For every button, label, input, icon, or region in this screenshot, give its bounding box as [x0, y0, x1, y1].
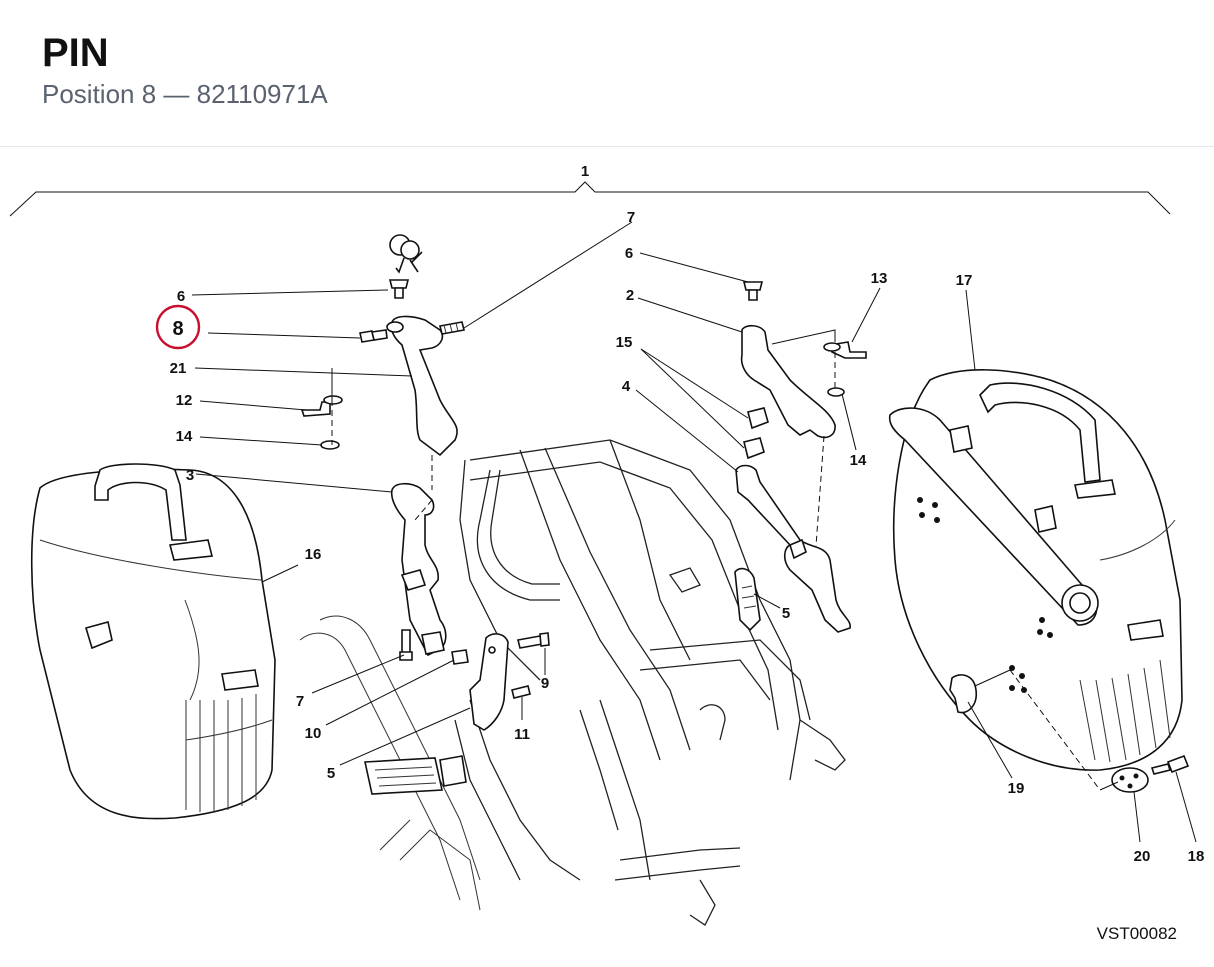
- page-subtitle: Position 8 — 82110971A: [42, 78, 328, 110]
- left-bracket-assembly: [300, 279, 550, 731]
- left-side-case: [30, 463, 276, 820]
- passenger-footpeg: [364, 755, 467, 795]
- page-header: PIN Position 8 — 82110971A: [0, 0, 1214, 147]
- callout-17[interactable]: 17: [956, 272, 973, 289]
- subtitle-separator: —: [163, 79, 190, 109]
- right-bracket-assembly: [734, 281, 867, 633]
- callout-5-right[interactable]: 5: [782, 605, 790, 622]
- callout-5-left[interactable]: 5: [327, 765, 335, 782]
- callout-2[interactable]: 2: [626, 287, 634, 304]
- assembly-bracket: [9, 181, 1171, 217]
- diagram-canvas: 1 2 3 4 5 5 6 6 7 7 8 9 10 11 12 13 14 1…: [9, 163, 1205, 943]
- lower-right-fasteners: [949, 674, 1190, 793]
- callout-21[interactable]: 21: [170, 360, 187, 377]
- key-icon: [389, 234, 423, 274]
- callout-labels: 1 2 3 4 5 5 6 6 7 7 8 9 10 11 12 13 14 1…: [170, 163, 1205, 865]
- exploded-parts-diagram: 1 2 3 4 5 5 6 6 7 7 8 9 10 11 12 13 14 1…: [0, 147, 1214, 967]
- callout-7-lower[interactable]: 7: [296, 693, 304, 710]
- page-title: PIN: [42, 31, 109, 75]
- position-label: Position 8: [42, 79, 157, 109]
- callout-10[interactable]: 10: [305, 725, 322, 742]
- callout-11[interactable]: 11: [514, 726, 530, 743]
- callout-8[interactable]: 8: [172, 318, 183, 340]
- right-side-case: [888, 369, 1183, 771]
- callout-20[interactable]: 20: [1134, 848, 1151, 865]
- part-number: 82110971A: [196, 79, 328, 109]
- leader-lines: [191, 221, 1197, 843]
- motorcycle-frame: [299, 439, 846, 926]
- callout-13[interactable]: 13: [871, 270, 888, 287]
- callout-3[interactable]: 3: [186, 467, 194, 484]
- callout-6-right[interactable]: 6: [625, 245, 633, 262]
- callout-14-right[interactable]: 14: [850, 452, 867, 469]
- callout-1[interactable]: 1: [581, 163, 589, 180]
- callout-18[interactable]: 18: [1188, 848, 1205, 865]
- highlighted-callout-ring: [155, 304, 201, 350]
- callout-19[interactable]: 19: [1008, 780, 1025, 797]
- callout-7-upper[interactable]: 7: [627, 209, 635, 226]
- callout-9[interactable]: 9: [541, 675, 549, 692]
- callout-4[interactable]: 4: [622, 378, 631, 395]
- callout-14-left[interactable]: 14: [176, 428, 193, 445]
- callout-12[interactable]: 12: [176, 392, 193, 409]
- callout-15[interactable]: 15: [616, 334, 633, 351]
- callout-6-left[interactable]: 6: [177, 288, 185, 305]
- callout-16[interactable]: 16: [305, 546, 322, 563]
- drawing-id: VST00082: [1097, 924, 1177, 943]
